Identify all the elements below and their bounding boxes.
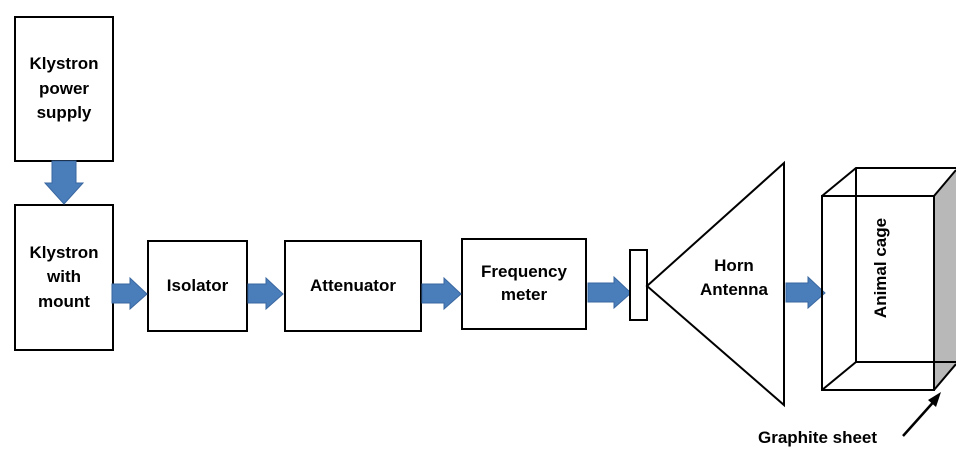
right-arrow-attenuator-to-frequency-meter — [421, 276, 462, 311]
attenuator-block: Attenuator — [284, 240, 422, 332]
horn-antenna-label: Horn Antenna — [700, 256, 768, 299]
klystron-power-supply-block: Klystron power supply — [14, 16, 114, 162]
graphite-pointer-line — [902, 397, 938, 437]
animal-cage-label: Animal cage — [871, 217, 890, 319]
graphite-sheet-label: Graphite sheet — [758, 428, 878, 447]
frequency-meter-block: Frequency meter — [461, 238, 587, 330]
right-arrow-frequency-meter-to-horn — [587, 275, 632, 310]
right-arrow-isolator-to-attenuator — [247, 276, 284, 311]
isolator-label: Isolator — [166, 275, 229, 295]
klystron-with-mount-label: Klystron with mount — [29, 242, 99, 311]
frequency-meter-label: Frequency meter — [481, 262, 567, 304]
down-arrow-supply-to-klystron — [43, 160, 85, 205]
isolator-block: Isolator — [147, 240, 248, 332]
klystron-power-supply-label: Klystron power supply — [29, 54, 99, 123]
waveguide-flange — [629, 249, 648, 321]
klystron-with-mount-block: Klystron with mount — [14, 204, 114, 351]
right-arrow-horn-to-cage — [785, 275, 826, 310]
horn-antenna-shape — [645, 160, 785, 408]
right-arrow-klystron-to-isolator — [111, 276, 148, 311]
attenuator-label: Attenuator — [310, 275, 396, 295]
animal-cage — [821, 167, 956, 391]
graphite-sheet-face — [934, 170, 956, 390]
graphite-pointer-head — [928, 392, 941, 407]
